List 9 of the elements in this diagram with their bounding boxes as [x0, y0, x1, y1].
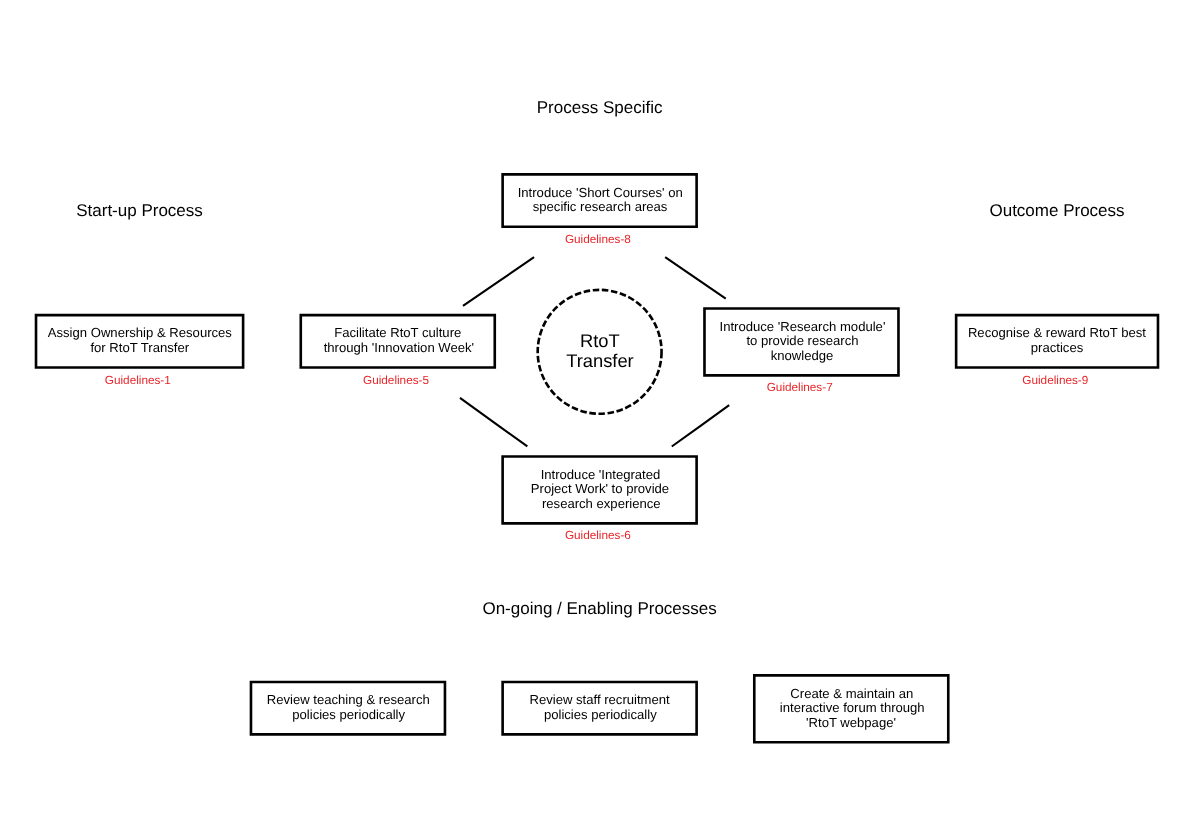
label: Start-up Process — [76, 199, 203, 220]
connector — [459, 397, 528, 448]
label: Process Specific — [536, 97, 663, 118]
connector — [671, 404, 730, 448]
connector — [462, 256, 535, 307]
label: Outcome Process — [989, 199, 1125, 220]
node-circle: RtoT Transfer — [536, 288, 663, 416]
connector — [664, 256, 727, 300]
label: On-going / Enabling Processes — [482, 597, 717, 618]
